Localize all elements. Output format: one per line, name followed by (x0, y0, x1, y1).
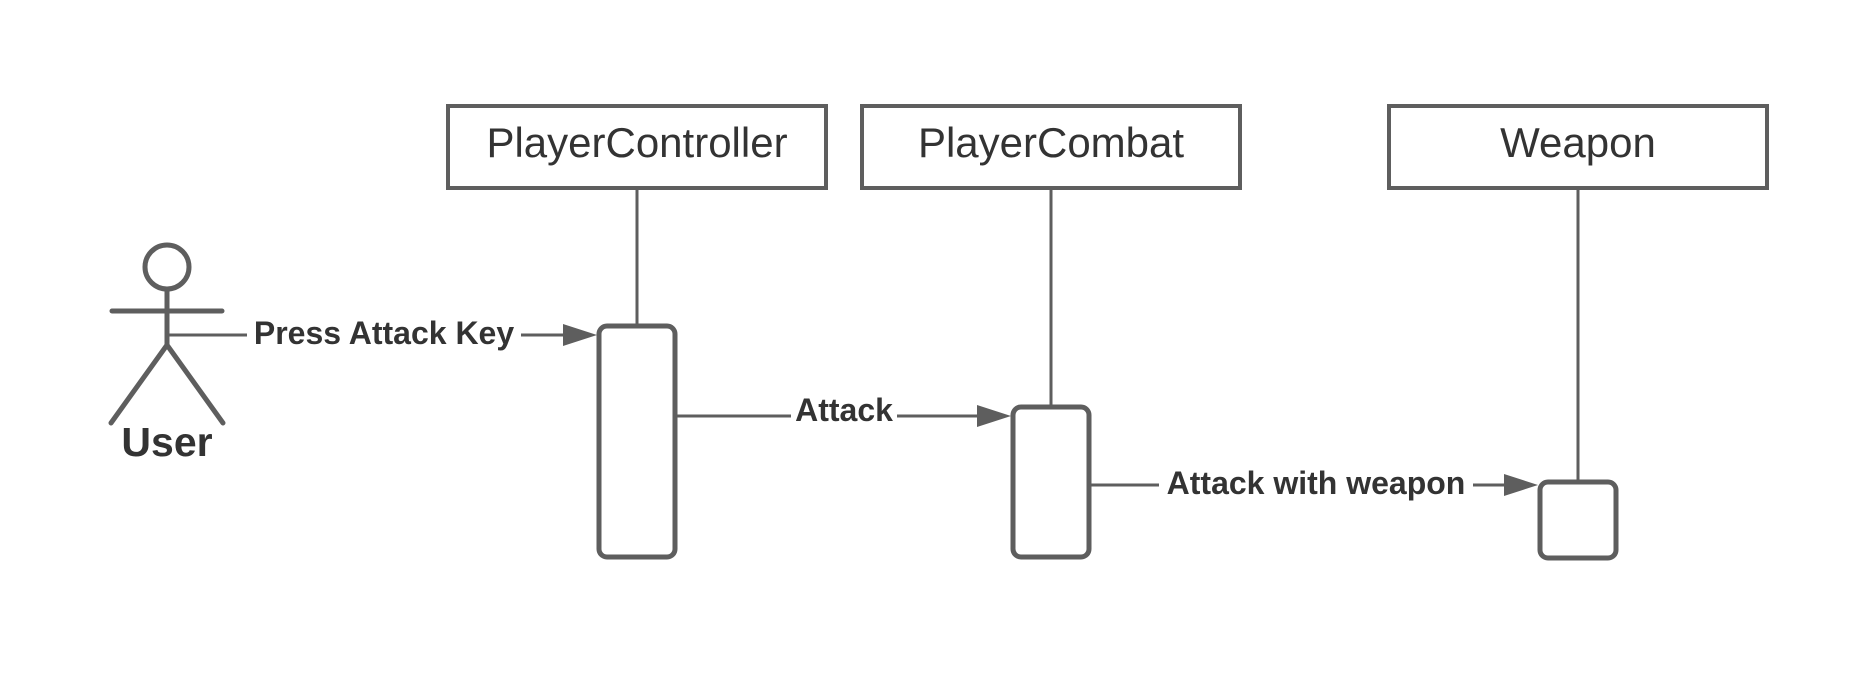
message-label-bg (1159, 461, 1473, 505)
participant-label: PlayerCombat (918, 119, 1184, 166)
participant-player-controller: PlayerController (446, 104, 828, 560)
actor-right-leg (164, 342, 226, 426)
actor-left-leg (108, 342, 170, 426)
message-label-bg (247, 311, 521, 355)
participant-box (446, 104, 828, 190)
participant-box (1387, 104, 1769, 190)
participant-player-combat: PlayerCombat (860, 104, 1242, 560)
activation-bar (596, 323, 678, 560)
arrowhead-icon (563, 324, 597, 346)
participant-label: PlayerController (486, 119, 787, 166)
message-label: Attack with weapon (1167, 465, 1466, 501)
arrowhead-icon (1504, 474, 1538, 496)
actor-label: User (121, 419, 212, 465)
actor-head (142, 242, 192, 292)
message-label: Press Attack Key (254, 315, 515, 351)
actor-user: User (108, 242, 226, 465)
message-label: Attack (795, 392, 893, 428)
message-attack-with-weapon: Attack with weapon (1091, 461, 1538, 505)
participant-label: Weapon (1500, 119, 1656, 166)
message-press-attack-key: Press Attack Key (167, 311, 597, 355)
activation-bar (1537, 479, 1619, 561)
activation-bar (1010, 404, 1092, 560)
arrowhead-icon (977, 405, 1011, 427)
participant-box (860, 104, 1242, 190)
participant-weapon: Weapon (1387, 104, 1769, 561)
message-attack: Attack (677, 392, 1011, 436)
message-label-bg (791, 392, 897, 436)
